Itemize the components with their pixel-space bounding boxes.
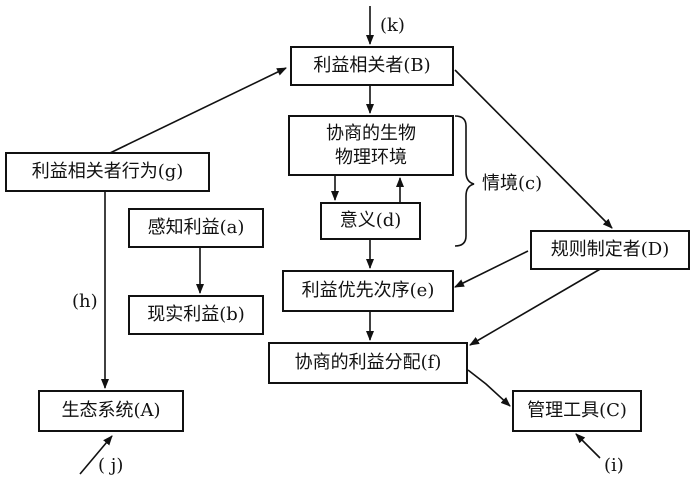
meaning-label: 意义(d) bbox=[339, 210, 402, 231]
input-k-label: (k) bbox=[380, 15, 405, 36]
interest-priority-box: 利益优先次序(e) bbox=[282, 270, 454, 312]
context-brace bbox=[454, 115, 475, 247]
perceived-interest-label: 感知利益(a) bbox=[147, 217, 245, 238]
management-tools-box: 管理工具(C) bbox=[512, 390, 642, 432]
perceived-interest-box: 感知利益(a) bbox=[128, 208, 264, 248]
rule-makers-box: 规则制定者(D) bbox=[530, 230, 690, 270]
stakeholder-behavior-box: 利益相关者行为(g) bbox=[5, 152, 210, 192]
stakeholders-box: 利益相关者(B) bbox=[290, 46, 454, 86]
interest-distribution-box: 协商的利益分配(f) bbox=[268, 342, 468, 384]
arrow-distribution-to-tools bbox=[467, 369, 511, 407]
arrow-stakeholders-to-rulemakers bbox=[454, 69, 613, 229]
rule-makers-label: 规则制定者(D) bbox=[550, 239, 670, 260]
meaning-box: 意义(d) bbox=[320, 202, 421, 240]
context-label: 情境(c) bbox=[482, 173, 543, 194]
ecosystem-box: 生态系统(A) bbox=[38, 390, 184, 432]
real-interest-label: 现实利益(b) bbox=[147, 304, 245, 325]
arrow-i-to-tools bbox=[575, 433, 601, 459]
bio-physical-env-label-2: 物理环境 bbox=[335, 146, 407, 168]
stakeholder-behavior-label: 利益相关者行为(g) bbox=[31, 161, 184, 182]
arrow-rulemakers-to-distribution bbox=[469, 267, 603, 346]
ecosystem-label: 生态系统(A) bbox=[61, 400, 161, 421]
arrow-rulemakers-to-priority bbox=[454, 250, 529, 288]
arrow-j-to-ecosystem bbox=[79, 435, 113, 475]
input-i-label: (i) bbox=[604, 455, 624, 476]
interest-priority-label: 利益优先次序(e) bbox=[301, 280, 435, 301]
interest-distribution-label: 协商的利益分配(f) bbox=[294, 352, 442, 373]
arrow-behavior-to-stakeholders bbox=[109, 67, 287, 154]
link-h-label: (h) bbox=[72, 291, 98, 312]
stakeholders-label: 利益相关者(B) bbox=[313, 55, 431, 76]
bio-physical-env-label-1: 协商的生物 bbox=[326, 122, 416, 144]
bio-physical-env-box: 协商的生物 物理环境 bbox=[288, 115, 454, 176]
management-tools-label: 管理工具(C) bbox=[527, 400, 627, 421]
input-j-label: ( j) bbox=[98, 455, 124, 476]
real-interest-box: 现实利益(b) bbox=[128, 295, 264, 335]
